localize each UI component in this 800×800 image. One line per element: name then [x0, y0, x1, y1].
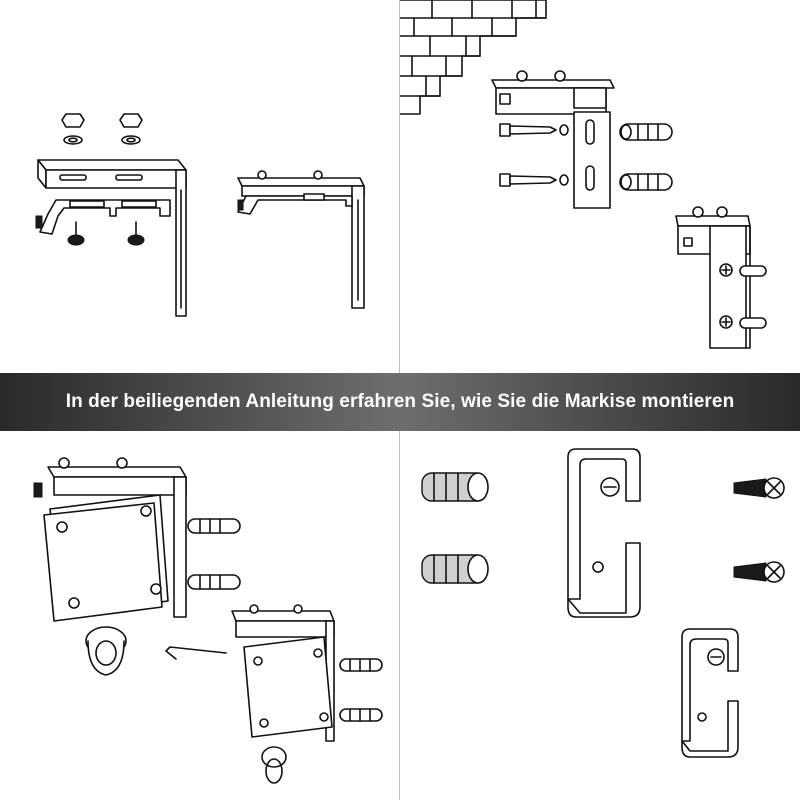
divider-top: [399, 0, 400, 373]
screw-icon: [67, 221, 145, 246]
banner-text: In der beiliegenden Anleitung erfahren S…: [65, 391, 735, 412]
mounted-bracket: [675, 206, 767, 349]
brick-wall-icon: [400, 0, 547, 115]
instruction-banner: In der beiliegenden Anleitung erfahren S…: [0, 373, 800, 431]
panel-gearbox-mounting: [0, 431, 399, 800]
panel-hardware-parts: [400, 431, 800, 800]
gearbox-large: [33, 457, 187, 676]
screw-icon: [733, 477, 785, 583]
wall-plug-icon: [421, 472, 489, 584]
nut-icon: [61, 113, 143, 145]
wall-bracket: [491, 70, 615, 209]
wall-plug-icon: [187, 518, 241, 590]
allen-key-icon: [165, 646, 227, 660]
clip-bracket-small: [681, 628, 739, 758]
gearbox-small: [231, 604, 335, 784]
wall-plug-icon: [339, 658, 383, 722]
divider-bottom: [399, 431, 400, 800]
screw-icon: [499, 123, 569, 187]
panel-ceiling-brackets: [0, 0, 399, 373]
clip-bracket-large: [567, 448, 641, 618]
l-bracket-large: [35, 159, 187, 317]
panel-wall-mounting-brackets: [400, 0, 800, 373]
wall-plug-icon: [619, 123, 673, 191]
l-bracket-small: [237, 170, 365, 309]
